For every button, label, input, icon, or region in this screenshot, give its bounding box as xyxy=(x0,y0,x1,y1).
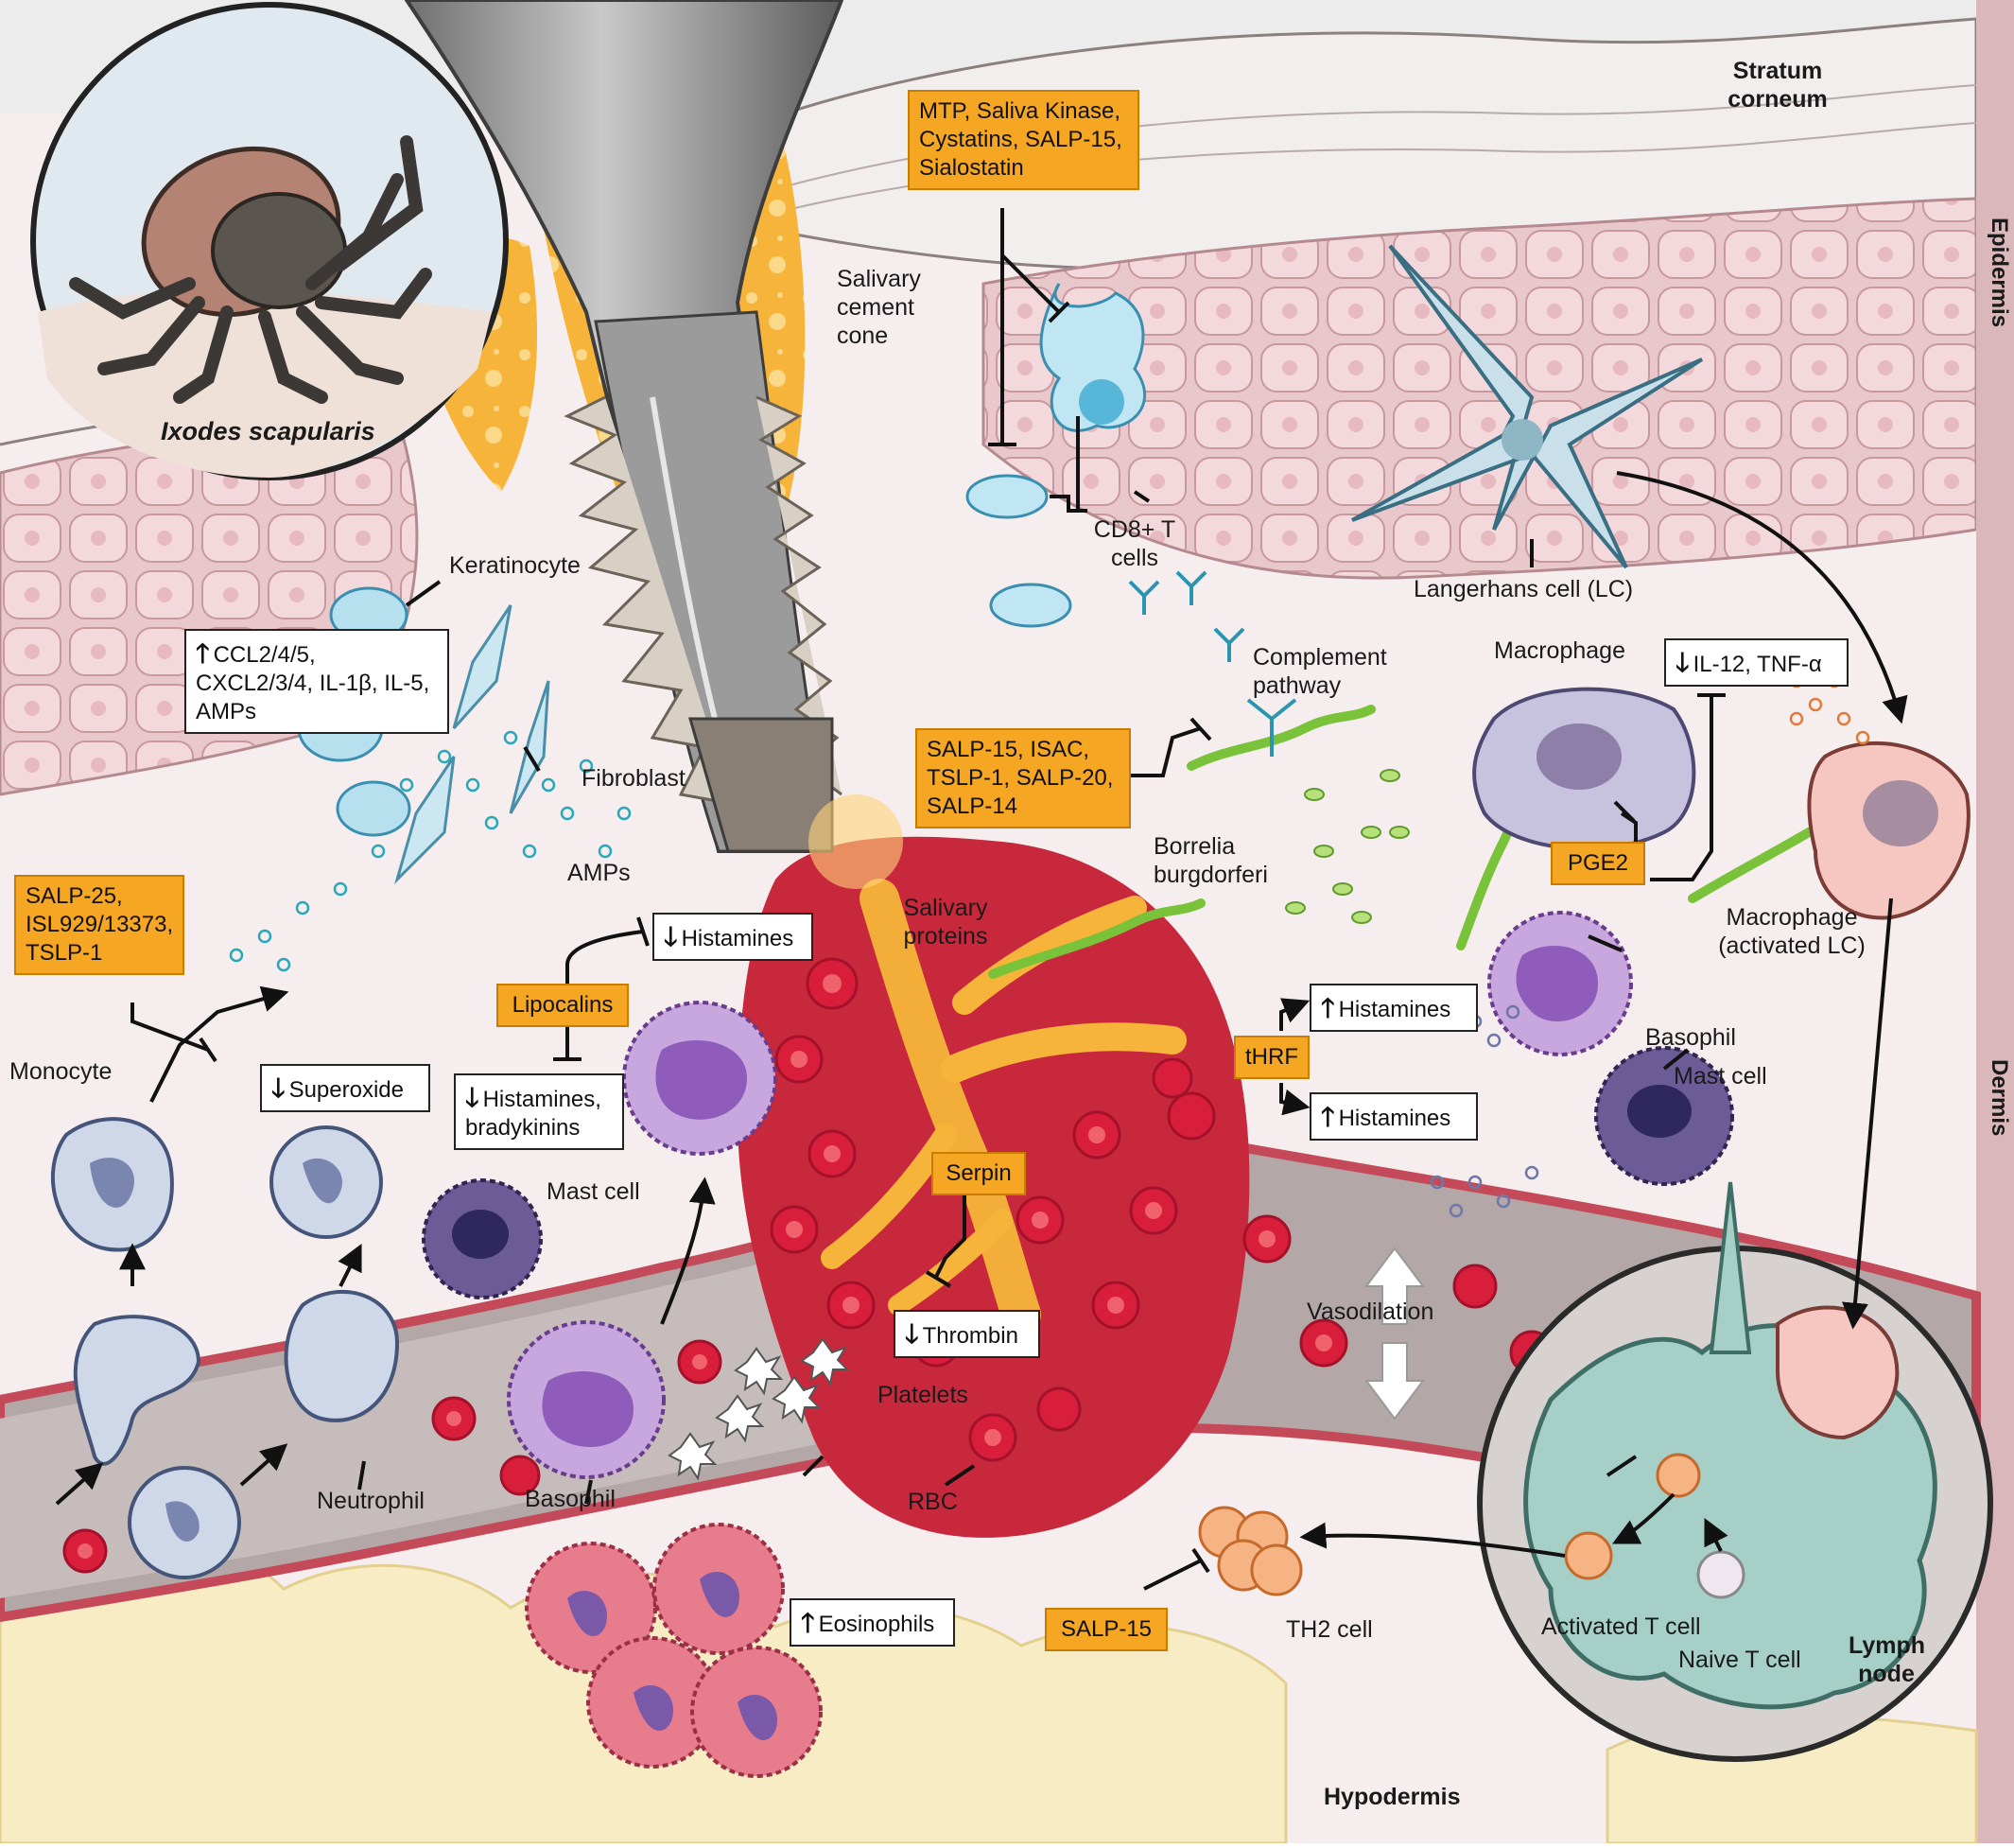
thrombin-box: 🡓Thrombin xyxy=(894,1310,1040,1358)
basophil-right-label: Basophil xyxy=(1645,1024,1736,1051)
pge2-box: PGE2 xyxy=(1551,842,1645,885)
mtp-protein-box: MTP, Saliva Kinase, Cystatins, SALP-15, … xyxy=(908,90,1139,190)
lipocalins-box: Lipocalins xyxy=(496,984,629,1027)
eosinophils-box: 🡑Eosinophils xyxy=(790,1598,955,1647)
salp15-bottom-box: SALP-15 xyxy=(1045,1608,1168,1651)
hypodermis-label: Hypodermis xyxy=(1324,1784,1461,1810)
histamines-bradykinins-box: 🡓Histamines, bradykinins xyxy=(454,1073,624,1150)
amps-label: AMPs xyxy=(567,860,631,886)
langerhans-label: Langerhans cell (LC) xyxy=(1414,576,1634,602)
down-arrow-icon: 🡓 xyxy=(664,922,678,951)
stratum-corneum-label: Stratum corneum xyxy=(1728,58,1828,113)
rbc-label: RBC xyxy=(908,1489,958,1515)
salivary-cement-cone-label: Salivary cement cone xyxy=(837,266,921,349)
mast-cell-left-label: Mast cell xyxy=(547,1178,640,1205)
platelets-label: Platelets xyxy=(877,1382,968,1408)
histamines-right-top-box: 🡑Histamines xyxy=(1310,984,1478,1032)
up-arrow-icon: 🡑 xyxy=(196,638,210,668)
down-arrow-icon: 🡓 xyxy=(465,1083,479,1112)
keratinocyte-label: Keratinocyte xyxy=(449,552,581,579)
thrf-box: tHRF xyxy=(1234,1036,1310,1079)
activated-t-cell-label: Activated T cell xyxy=(1541,1613,1701,1640)
monocyte-label: Monocyte xyxy=(9,1058,113,1085)
fibroblast-label: Fibroblast xyxy=(582,765,686,792)
neutrophil-label: Neutrophil xyxy=(317,1488,425,1514)
mast-cell-right-label: Mast cell xyxy=(1674,1063,1767,1090)
il12-box: 🡓IL-12, TNF-α xyxy=(1664,638,1849,687)
histamines-right-bottom-box: 🡑Histamines xyxy=(1310,1092,1478,1141)
cd8-t-cells-label: CD8+ T cells xyxy=(1093,516,1176,571)
langerhans-cell xyxy=(1351,244,1704,569)
superoxide-box: 🡓Superoxide xyxy=(260,1064,430,1112)
basophil-bottom-label: Basophil xyxy=(525,1486,616,1512)
complement-label: Complement pathway xyxy=(1253,644,1387,699)
epidermis-label: Epidermis xyxy=(1987,218,2012,328)
th2-cell-label: TH2 cell xyxy=(1286,1616,1373,1643)
epidermis-right xyxy=(981,197,1978,580)
tick-illustration xyxy=(69,135,432,404)
up-arrow-icon: 🡑 xyxy=(1321,993,1335,1022)
down-arrow-icon: 🡓 xyxy=(271,1073,286,1103)
naive-t-cell-label: Naive T cell xyxy=(1678,1647,1801,1673)
borrelia-label: Borrelia burgdorferi xyxy=(1154,833,1268,888)
up-arrow-icon: 🡑 xyxy=(801,1608,815,1637)
salp15-isac-box: SALP-15, ISAC, TSLP-1, SALP-20, SALP-14 xyxy=(915,728,1131,828)
down-arrow-icon: 🡓 xyxy=(905,1319,919,1349)
up-arrow-icon: 🡑 xyxy=(1321,1102,1335,1131)
macrophage-top-label: Macrophage xyxy=(1494,637,1625,664)
salivary-proteins-label: Salivary proteins xyxy=(903,895,988,950)
serpin-box: Serpin xyxy=(931,1152,1026,1195)
macrophage-activated-label: Macrophage (activated LC) xyxy=(1718,904,1866,959)
dermis-label: Dermis xyxy=(1987,1059,2012,1137)
ixodes-scapularis-label: Ixodes scapularis xyxy=(161,417,375,445)
vasodilation-label: Vasodilation xyxy=(1307,1299,1434,1325)
histamines-top-box: 🡓Histamines xyxy=(652,913,813,961)
tick-hypostome xyxy=(404,0,844,853)
salp25-box: SALP-25, ISL929/13373, TSLP-1 xyxy=(14,875,184,975)
ccl-cytokine-box: 🡑CCL2/4/5, CXCL2/3/4, IL-1β, IL-5, AMPs xyxy=(184,629,449,734)
lymph-node-label: Lymph node xyxy=(1849,1632,1926,1687)
down-arrow-icon: 🡓 xyxy=(1675,648,1690,677)
